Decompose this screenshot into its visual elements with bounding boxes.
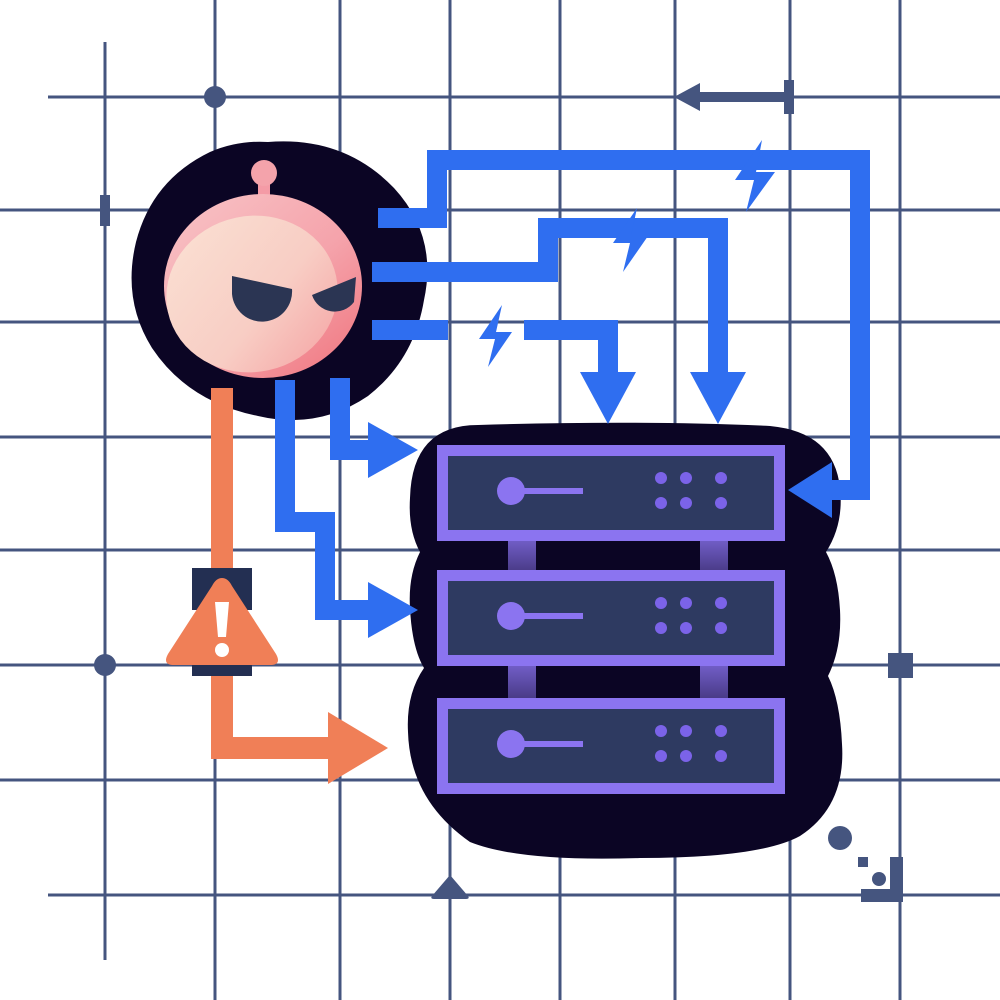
server-riser — [508, 535, 536, 575]
arrow-head-left-icon — [788, 462, 832, 518]
server-risers — [508, 535, 728, 702]
server-port-dot-icon — [680, 725, 692, 737]
dimension-arrow-top — [674, 80, 794, 114]
attack-flow-top-loop[interactable] — [378, 150, 870, 500]
server-port-dots — [655, 597, 727, 634]
server-port-dot-icon — [715, 622, 727, 634]
attack-traffic-arrows[interactable] — [275, 150, 870, 620]
server-unit-3[interactable] — [437, 698, 785, 794]
server-port-dot-icon — [655, 497, 667, 509]
server-riser — [508, 660, 536, 702]
attack-arrow-heads — [368, 372, 832, 638]
lightning-bolt-icon — [479, 305, 512, 367]
dimension-arrow-head-icon — [674, 83, 700, 111]
dimension-arrow-shaft — [690, 92, 788, 102]
arrow-head-right-icon — [368, 582, 418, 638]
server-port-dot-icon — [715, 597, 727, 609]
server-unit-1[interactable] — [437, 445, 785, 541]
server-port-dots — [655, 472, 727, 509]
server-port-dot-icon — [715, 497, 727, 509]
warning-exclamation-dot — [215, 643, 229, 657]
server-status-led-icon — [497, 602, 525, 630]
server-unit-2[interactable] — [437, 570, 785, 666]
bracket-horizontal-bar — [861, 889, 903, 902]
server-status-led-icon — [497, 730, 525, 758]
server-port-dot-icon — [655, 725, 667, 737]
server-port-dot-icon — [655, 750, 667, 762]
server-riser — [700, 660, 728, 702]
bot-antenna-bulb-icon — [251, 160, 277, 186]
server-status-line — [521, 613, 583, 619]
lightning-bolt-icon — [735, 140, 775, 212]
attack-flow-lower[interactable] — [372, 320, 618, 372]
server-unit-panel — [448, 709, 774, 783]
grid-markers — [94, 80, 913, 902]
attack-flow-rack-upper[interactable] — [330, 378, 372, 460]
server-port-dot-icon — [680, 750, 692, 762]
server-port-dot-icon — [680, 472, 692, 484]
triangle-bottom-marker — [431, 875, 469, 899]
server-unit-panel — [448, 456, 774, 530]
bot-right-eye-icon — [312, 277, 356, 312]
attack-flow-middle[interactable] — [372, 218, 728, 372]
warning-exclamation-stem — [215, 602, 229, 637]
warning-sign[interactable] — [166, 568, 278, 676]
server-unit-panel — [448, 581, 774, 655]
lightning-bolt-icon — [613, 208, 648, 272]
lightning-bolts — [479, 140, 775, 367]
alert-flow-line[interactable] — [211, 388, 330, 759]
corner-bracket-bottom-right — [861, 857, 903, 902]
server-port-dot-icon — [715, 750, 727, 762]
attack-flow-rack-lower[interactable] — [275, 380, 372, 620]
server-status-line — [521, 488, 583, 494]
bot-left-eye-icon — [232, 276, 293, 322]
dot-cluster-square-marker — [858, 857, 868, 867]
server-status-led-icon — [497, 477, 525, 505]
dot-left-middle-marker — [94, 654, 116, 676]
malicious-bot[interactable] — [131, 141, 428, 421]
server-riser — [700, 535, 728, 575]
warning-exclamation-glyph — [215, 602, 229, 657]
server-rack[interactable] — [407, 422, 843, 859]
server-port-dot-icon — [680, 497, 692, 509]
dimension-arrow-endcap — [784, 80, 794, 114]
server-port-dot-icon — [680, 597, 692, 609]
arrow-head-right-icon — [368, 422, 418, 478]
dot-cluster-large-marker — [828, 826, 852, 850]
tick-left-upper-marker — [100, 195, 110, 226]
server-port-dot-icon — [715, 472, 727, 484]
alert-arrow-head-icon — [328, 712, 388, 784]
dot-cluster-small-marker — [872, 872, 886, 886]
arrow-head-down-icon — [690, 372, 746, 424]
server-port-dot-icon — [655, 472, 667, 484]
server-port-dot-icon — [655, 597, 667, 609]
server-port-dot-icon — [655, 622, 667, 634]
dot-top-left-marker — [204, 86, 226, 108]
server-port-dots — [655, 725, 727, 762]
server-port-dot-icon — [715, 725, 727, 737]
arrow-head-down-icon — [580, 372, 636, 424]
server-status-line — [521, 741, 583, 747]
server-port-dot-icon — [680, 622, 692, 634]
square-right-marker — [888, 653, 913, 678]
alert-channel[interactable] — [166, 388, 388, 784]
